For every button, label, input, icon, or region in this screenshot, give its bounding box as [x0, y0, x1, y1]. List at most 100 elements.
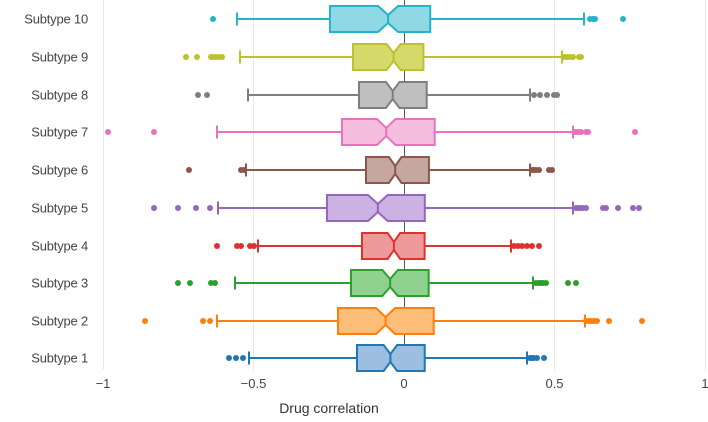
box-row-subtype-1[interactable]	[0, 338, 708, 378]
whisker-low	[234, 282, 351, 284]
box-row-subtype-8[interactable]	[0, 75, 708, 115]
x-tick-label-4: 1	[701, 376, 708, 391]
whisker-cap-low	[238, 50, 241, 64]
outlier-point	[514, 242, 521, 249]
outlier-point	[251, 242, 258, 249]
whisker-low	[245, 169, 366, 171]
whisker-low	[248, 357, 357, 359]
outlier-point	[523, 242, 530, 249]
outlier-point	[193, 54, 200, 60]
whisker-high	[434, 320, 585, 322]
outlier-point	[553, 91, 560, 98]
outlier-point	[579, 205, 586, 211]
outlier-point	[543, 91, 550, 98]
outlier-point	[239, 355, 246, 361]
outlier-point	[240, 167, 247, 173]
whisker-high	[424, 244, 512, 247]
y-tick-label-subtype-4: Subtype 4	[31, 238, 88, 253]
whisker-high	[424, 207, 573, 209]
outlier-point	[211, 280, 218, 286]
outlier-point	[614, 205, 621, 211]
outlier-point	[535, 167, 542, 173]
outlier-point	[540, 280, 547, 286]
gridline-1	[253, 0, 254, 370]
whisker-cap-high	[571, 201, 574, 215]
outlier-point	[194, 91, 201, 98]
box-body	[355, 344, 426, 372]
outlier-point	[104, 129, 111, 135]
outlier-point	[593, 318, 600, 324]
whisker-cap-low	[257, 239, 259, 252]
y-tick-label-subtype-10: Subtype 10	[24, 11, 88, 27]
box-row-subtype-3[interactable]	[0, 263, 708, 303]
outlier-point	[518, 242, 525, 249]
outlier-point	[535, 242, 542, 249]
whisker-low	[216, 131, 342, 133]
zero-reference-line	[403, 0, 405, 370]
box-body	[325, 194, 426, 222]
box-row-subtype-7[interactable]	[0, 112, 708, 152]
gridline-3	[554, 0, 555, 370]
outlier-point	[246, 242, 253, 249]
y-tick-label-subtype-8: Subtype 8	[31, 87, 88, 102]
outlier-point	[208, 280, 215, 286]
y-tick-label-subtype-2: Subtype 2	[31, 313, 88, 329]
box-body	[352, 43, 425, 71]
whisker-cap-low	[247, 88, 250, 101]
y-axis-labels: Subtype 10 Subtype 9 Subtype 8 Subtype 7 Sub…	[0, 0, 88, 370]
x-tick-label-2: 0	[400, 376, 408, 391]
outlier-point	[510, 242, 517, 249]
y-tick-label-subtype-7: Subtype 7	[31, 124, 88, 140]
whisker-low	[248, 93, 360, 96]
y-tick-label-subtype-3: Subtype 3	[31, 275, 88, 291]
whisker-high	[423, 56, 562, 58]
outlier-point	[638, 318, 645, 324]
outlier-point	[550, 91, 557, 98]
plot-area	[0, 0, 708, 372]
outlier-point	[565, 280, 572, 286]
outlier-point	[199, 318, 206, 324]
outlier-point	[233, 355, 240, 361]
outlier-point	[603, 205, 610, 211]
outlier-point	[632, 129, 639, 135]
box-row-subtype-2[interactable]	[0, 301, 708, 341]
y-tick-label-subtype-5: Subtype 5	[31, 200, 88, 216]
whisker-high	[426, 93, 530, 96]
x-tick-label-3: 0.5	[545, 376, 564, 391]
box-row-subtype-9[interactable]	[0, 37, 708, 77]
outlier-point	[537, 91, 544, 98]
box-body	[328, 5, 431, 33]
outlier-point	[151, 129, 158, 135]
y-tick-label-subtype-9: Subtype 9	[31, 49, 88, 65]
gridline-4	[704, 0, 706, 370]
outlier-point	[238, 242, 245, 249]
box-body	[360, 231, 426, 260]
whisker-cap-low	[215, 314, 218, 328]
outlier-point	[186, 280, 193, 286]
outlier-point	[233, 242, 240, 249]
outlier-point	[151, 205, 158, 211]
y-tick-label-subtype-1: Subtype 1	[31, 350, 88, 366]
outlier-point	[185, 167, 192, 173]
box-row-subtype-4[interactable]	[0, 226, 708, 266]
outlier-point	[214, 242, 221, 249]
outlier-point	[540, 355, 547, 361]
outlier-point	[605, 318, 612, 324]
outlier-point	[578, 54, 585, 60]
box-row-subtype-10[interactable]	[0, 0, 708, 39]
outlier-point	[206, 318, 213, 324]
box-row-subtype-6[interactable]	[0, 150, 708, 190]
outlier-point	[531, 91, 538, 98]
x-axis-title: Drug correlation	[279, 400, 379, 416]
outlier-point	[528, 242, 535, 249]
whisker-high	[434, 131, 574, 133]
outlier-point	[583, 205, 590, 211]
gridline-0	[102, 0, 104, 370]
outlier-point	[549, 167, 556, 173]
outlier-point	[534, 355, 541, 361]
box-row-subtype-5[interactable]	[0, 188, 708, 228]
whisker-high	[424, 357, 527, 359]
outlier-point	[174, 280, 181, 286]
outlier-point	[592, 16, 599, 22]
